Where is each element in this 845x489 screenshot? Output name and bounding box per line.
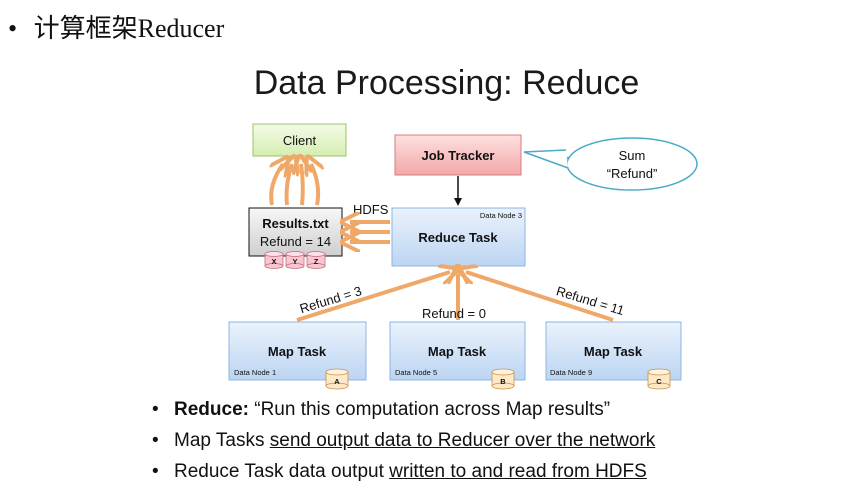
map-task-2-label: Map Task	[428, 344, 487, 359]
bullet-3-underlined: written to and read from HDFS	[389, 461, 647, 482]
sum-refund-callout: Sum “Refund”	[523, 137, 698, 191]
disk-y-label: Y	[292, 257, 297, 266]
map-task-3-node: Data Node 9	[550, 368, 592, 377]
map-task-3-label: Map Task	[584, 344, 643, 359]
results-disk-y: Y	[285, 251, 305, 269]
results-disk-z: Z	[306, 251, 326, 269]
map-to-reduce-arrows	[296, 272, 614, 322]
disk-x-label: X	[271, 257, 276, 266]
top-bullet: • 计算框架Reducer	[8, 8, 224, 45]
bullet-3-text: Reduce Task data output	[174, 461, 390, 482]
disk-z-label: Z	[314, 257, 319, 266]
results-disk-x: X	[264, 251, 284, 269]
map-task-1-label: Map Task	[268, 344, 327, 359]
map-task-node-1: Map Task Data Node 1 A	[228, 321, 367, 390]
results-file-node: Results.txt Refund = 14	[248, 207, 343, 257]
client-node: Client	[252, 123, 347, 157]
map-task-node-2: Map Task Data Node 5 B	[389, 321, 526, 390]
bullet-2-underlined: send output data to Reducer over the net…	[269, 430, 656, 451]
job-tracker-label: Job Tracker	[422, 148, 495, 163]
disk-c: C	[647, 368, 671, 390]
client-label: Client	[283, 133, 317, 148]
bullet-1-bold: Reduce:	[174, 399, 249, 420]
bullet-3: •Reduce Task data output written to and …	[152, 461, 647, 482]
reduce-task-node: Reduce Task Data Node 3	[391, 207, 526, 267]
reduce-node-label: Data Node 3	[480, 211, 522, 220]
bullet-2: •Map Tasks send output data to Reducer o…	[152, 430, 656, 451]
callout-line-2: “Refund”	[607, 166, 658, 181]
results-value: Refund = 14	[260, 234, 331, 249]
map-task-2-node: Data Node 5	[395, 368, 437, 377]
reduce-task-label: Reduce Task	[418, 230, 498, 245]
job-tracker-node: Job Tracker	[394, 134, 522, 176]
disk-b: B	[491, 368, 515, 390]
hdfs-write-arrows	[350, 222, 390, 242]
bullet-marker: •	[8, 14, 18, 43]
callout-line-1: Sum	[619, 148, 646, 163]
results-title: Results.txt	[262, 216, 329, 231]
slide-title: Data Processing: Reduce	[253, 64, 640, 102]
top-bullet-text: 计算框架Reducer	[33, 14, 225, 43]
results-to-client-arrows	[271, 164, 318, 206]
disk-c-label: C	[656, 377, 662, 386]
hdfs-label: HDFS	[353, 202, 389, 217]
edge-label-middle: Refund = 0	[422, 306, 486, 321]
disk-a-label: A	[334, 377, 340, 386]
bullet-1: •Reduce: “Run this computation across Ma…	[152, 399, 611, 420]
bullet-1-text: “Run this computation across Map results…	[248, 399, 611, 420]
map-task-1-node: Data Node 1	[234, 368, 276, 377]
bullet-2-text: Map Tasks	[174, 430, 270, 451]
map-task-node-3: Map Task Data Node 9 C	[545, 321, 682, 390]
disk-b-label: B	[500, 377, 506, 386]
disk-a: A	[325, 368, 349, 390]
